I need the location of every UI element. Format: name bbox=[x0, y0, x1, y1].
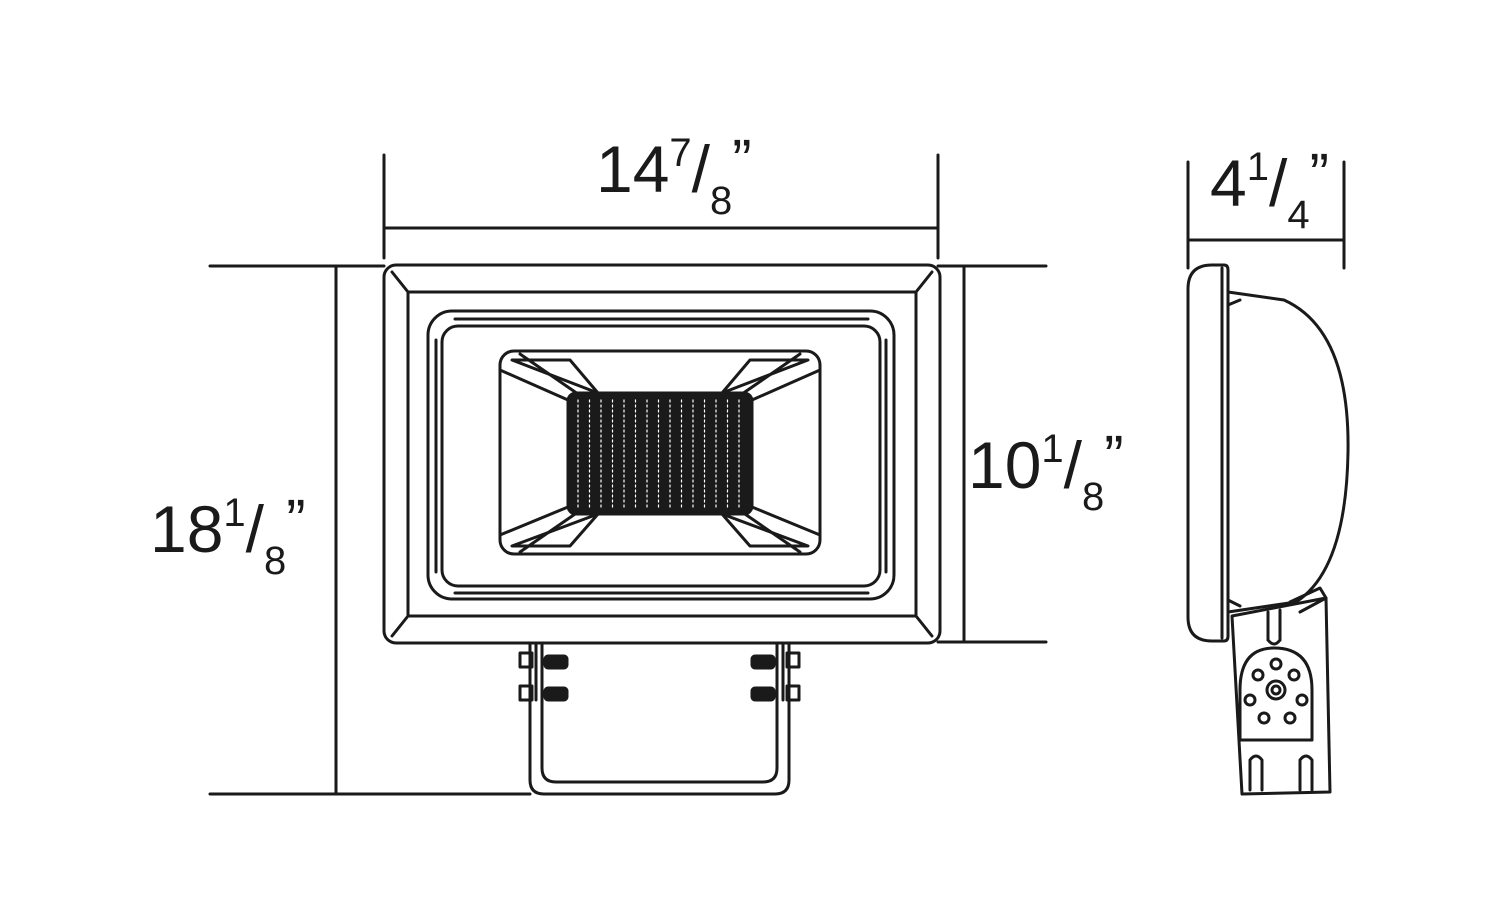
side-view bbox=[1186, 263, 1350, 796]
width-denominator: 8 bbox=[710, 179, 733, 223]
led-module bbox=[566, 391, 754, 516]
width-dimension-lines bbox=[382, 153, 940, 260]
body-height-numerator: 1 bbox=[1041, 427, 1064, 471]
width-unit: ” bbox=[732, 128, 752, 193]
housing-outer bbox=[382, 263, 942, 645]
body-height-label: 101/8” bbox=[968, 424, 1124, 519]
housing-bevel bbox=[406, 290, 918, 618]
depth-unit: ” bbox=[1309, 142, 1329, 207]
reflector-diagonals bbox=[498, 352, 822, 554]
lens-frame-outer bbox=[426, 309, 896, 601]
lens-frame-inner bbox=[440, 324, 882, 588]
front-view bbox=[382, 263, 942, 796]
overall-height-whole: 18 bbox=[150, 492, 224, 566]
mounting-bracket bbox=[518, 641, 801, 796]
overall-height-dimension-lines bbox=[208, 264, 532, 796]
width-whole: 14 bbox=[596, 132, 670, 206]
overall-height-numerator: 1 bbox=[223, 491, 246, 535]
body-height-unit: ” bbox=[1104, 424, 1124, 489]
reflector bbox=[498, 349, 822, 556]
depth-label: 41/4” bbox=[1210, 142, 1329, 237]
overall-height-denominator: 8 bbox=[264, 539, 287, 583]
body-height-dimension-lines bbox=[936, 264, 1048, 644]
depth-dimension-lines bbox=[1186, 160, 1346, 270]
body-height-denominator: 8 bbox=[1082, 475, 1105, 519]
side-bracket-plate bbox=[1238, 646, 1314, 742]
bevel-corners bbox=[390, 270, 934, 638]
depth-whole: 4 bbox=[1210, 146, 1247, 220]
depth-denominator: 4 bbox=[1287, 193, 1310, 237]
side-housing-dome bbox=[1226, 290, 1350, 614]
width-label: 147/8” bbox=[596, 128, 752, 223]
depth-numerator: 1 bbox=[1246, 145, 1269, 189]
body-height-whole: 10 bbox=[968, 428, 1042, 502]
overall-height-label: 181/8” bbox=[150, 488, 306, 583]
width-numerator: 7 bbox=[669, 131, 692, 175]
overall-height-unit: ” bbox=[286, 488, 306, 553]
side-front-rim bbox=[1186, 263, 1230, 643]
